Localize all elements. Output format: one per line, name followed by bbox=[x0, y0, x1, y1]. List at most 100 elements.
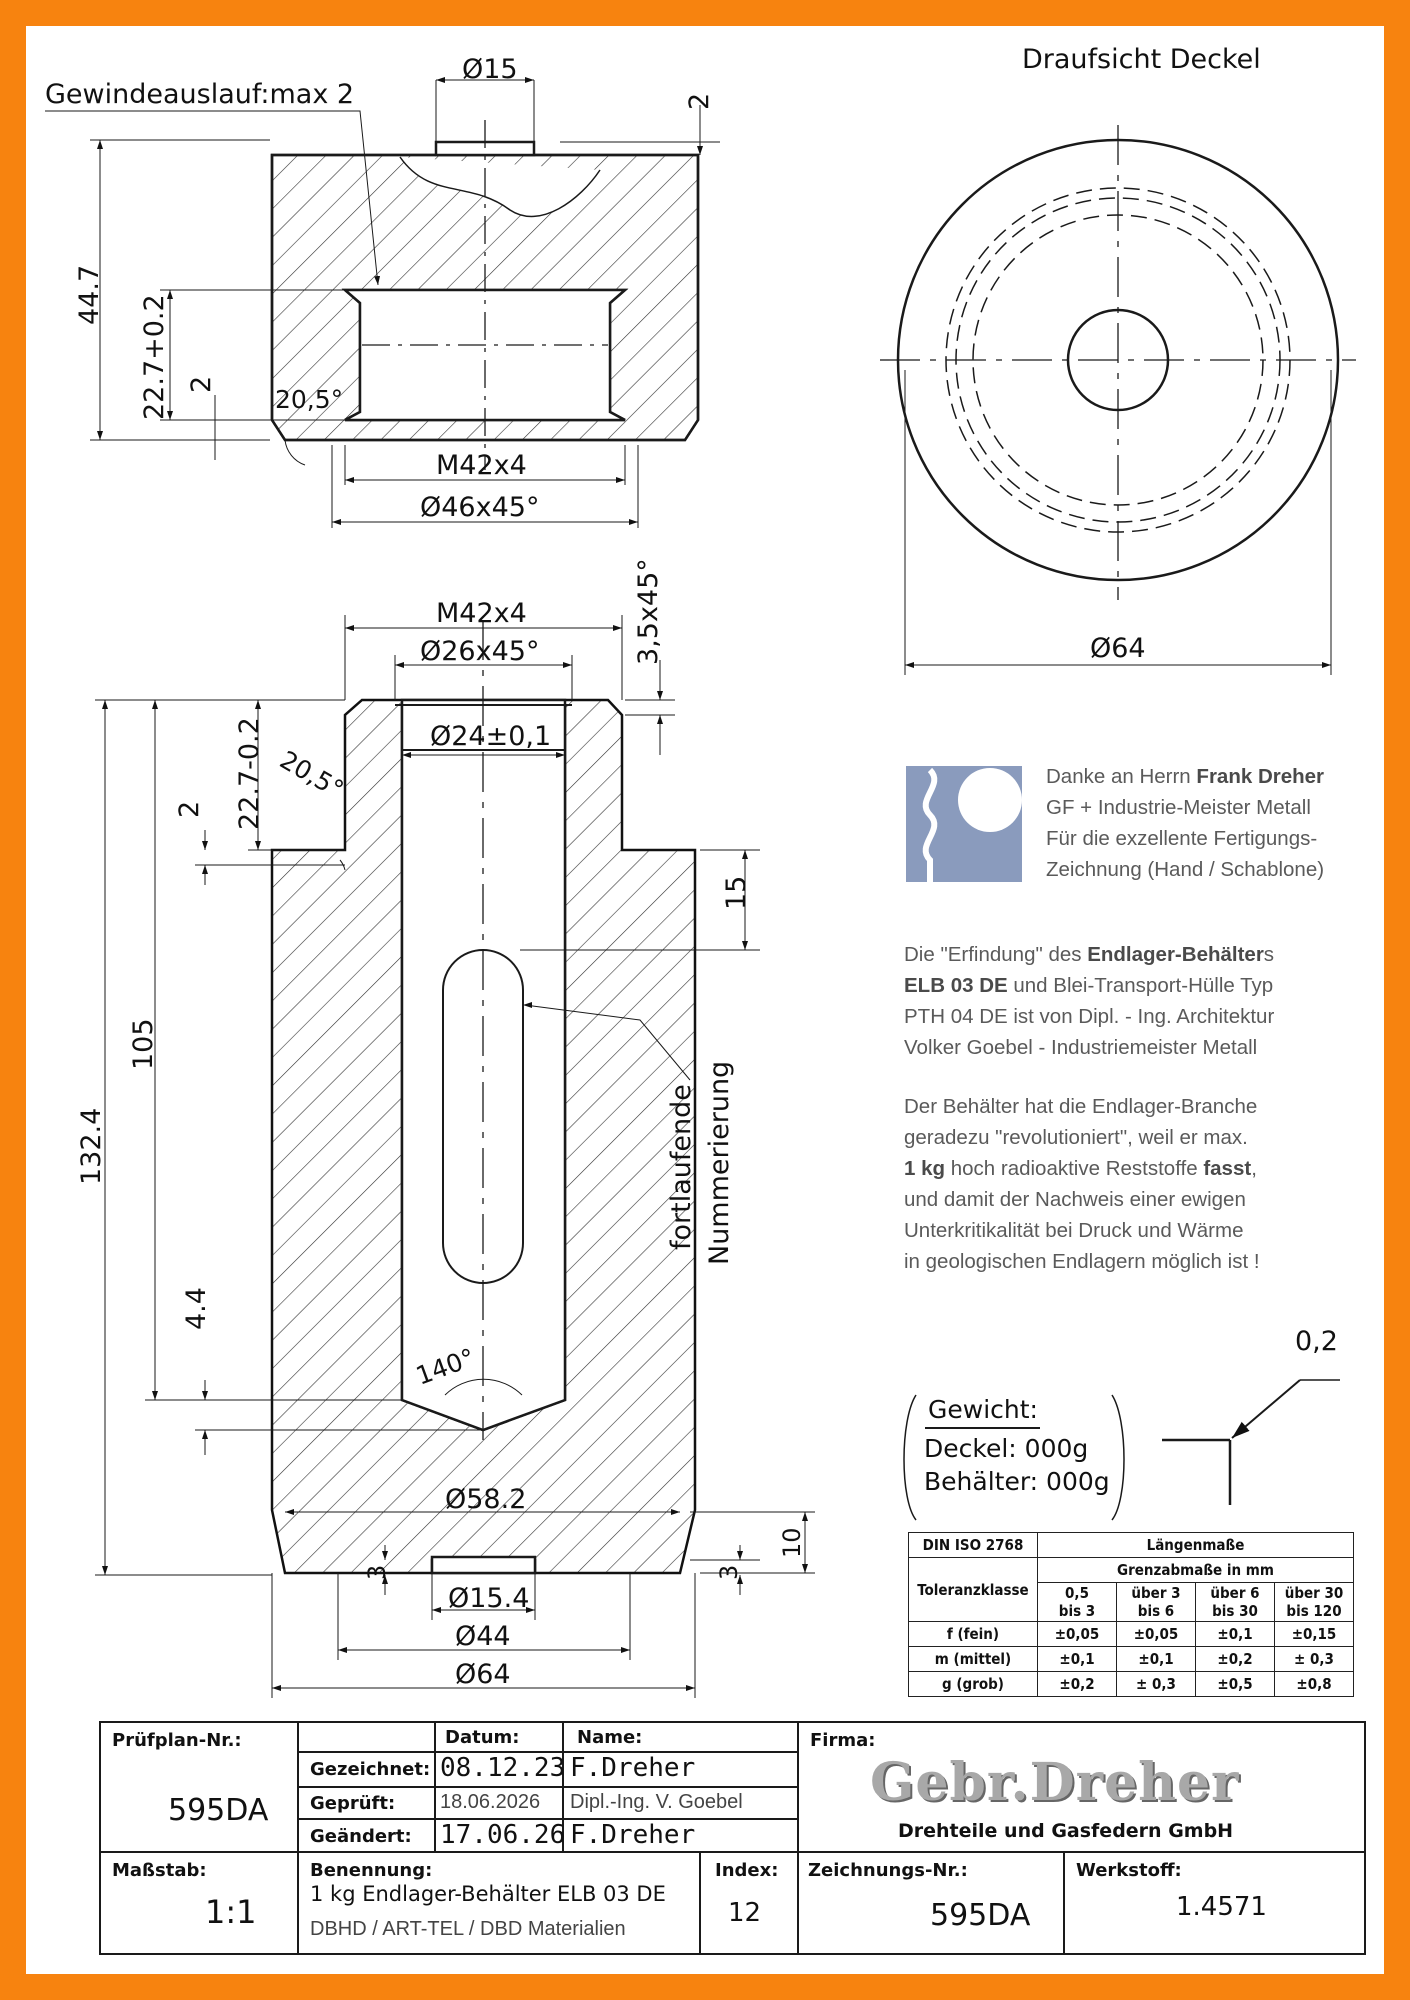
revolution-l2: geradezu "revolutioniert", weil er max. bbox=[904, 1126, 1248, 1149]
invention-l1: Die "Erfindung" des bbox=[904, 943, 1088, 966]
name-label: Name: bbox=[577, 1727, 643, 1748]
angle-205-lid: 20,5° bbox=[275, 385, 343, 414]
dim-2-top: 2 bbox=[684, 93, 715, 110]
dim-44: 4.4 bbox=[181, 1287, 212, 1330]
gezeichnet-label: Gezeichnet: bbox=[310, 1759, 431, 1780]
benennung-value: 1 kg Endlager-Behälter ELB 03 DE bbox=[310, 1882, 666, 1906]
geaendert-date: 17.06.26 bbox=[440, 1820, 566, 1850]
geprueft-date: 18.06.2026 bbox=[440, 1791, 541, 1813]
datum-label: Datum: bbox=[445, 1727, 520, 1748]
gezeichnet-date: 08.12.23 bbox=[440, 1753, 566, 1783]
geprueft-label: Geprüft: bbox=[310, 1793, 396, 1814]
weight-lid: Deckel: 000g bbox=[924, 1434, 1088, 1463]
dim-d64-body: Ø64 bbox=[455, 1659, 511, 1690]
invention-l4: Volker Goebel - Industriemeister Metall bbox=[904, 1036, 1258, 1059]
dim-d46: Ø46x45° bbox=[420, 492, 539, 523]
tol-cell: ±0,1 bbox=[1116, 1646, 1196, 1672]
tolerance-table: DIN ISO 2768 Längenmaße Toleranzklasse G… bbox=[908, 1532, 1354, 1697]
massstab-label: Maßstab: bbox=[112, 1860, 207, 1881]
geaendert-label: Geändert: bbox=[310, 1826, 412, 1847]
revolution-l3-bold: 1 kg bbox=[904, 1157, 946, 1180]
thanks-logo bbox=[906, 766, 1022, 882]
tol-cell: ± 0,3 bbox=[1116, 1671, 1196, 1697]
numbering-line2: Nummerierung bbox=[704, 1061, 735, 1265]
firma-subtitle: Drehteile und Gasfedern GmbH bbox=[898, 1820, 1234, 1842]
dim-2-left: 2 bbox=[186, 376, 217, 393]
dim-105: 105 bbox=[128, 1018, 159, 1070]
tol-row-mittel: m (mittel) ±0,1 ±0,1 ±0,2 ± 0,3 bbox=[908, 1646, 1354, 1672]
revolution-l3: hoch radioaktive Reststoffe bbox=[945, 1157, 1204, 1180]
index-label: Index: bbox=[715, 1860, 779, 1881]
dim-2-body: 2 bbox=[174, 801, 205, 818]
tol-group: Längenmaße bbox=[1037, 1532, 1354, 1558]
weight-title: Gewicht: bbox=[928, 1395, 1038, 1424]
revolution-l5: Unterkritikalität bei Druck und Wärme bbox=[904, 1219, 1244, 1242]
dim-d154: Ø15.4 bbox=[448, 1583, 529, 1614]
werkstoff-value: 1.4571 bbox=[1176, 1892, 1267, 1922]
thanks-name: Frank Dreher bbox=[1196, 765, 1325, 788]
revolution-l4: und damit der Nachweis einer ewigen bbox=[904, 1188, 1246, 1211]
tol-sub: Grenzabmaße in mm bbox=[1037, 1557, 1354, 1583]
dim-10: 10 bbox=[778, 1527, 806, 1558]
zeichnungsnr-label: Zeichnungs-Nr.: bbox=[808, 1860, 968, 1881]
thanks-line2: GF + Industrie-Meister Metall bbox=[1046, 796, 1311, 819]
firma-label: Firma: bbox=[810, 1730, 876, 1751]
pruefplan-label: Prüfplan-Nr.: bbox=[112, 1730, 242, 1751]
surface-symbol bbox=[1162, 1379, 1340, 1505]
dim-d44: Ø44 bbox=[455, 1621, 511, 1652]
dim-m42-body: M42x4 bbox=[436, 598, 527, 629]
pruefplan-value: 595DA bbox=[168, 1793, 269, 1828]
tol-cell: ±0,5 bbox=[1195, 1671, 1275, 1697]
tol-cell: ±0,2 bbox=[1037, 1671, 1117, 1697]
dim-d26: Ø26x45° bbox=[420, 636, 539, 667]
dim-d15: Ø15 bbox=[462, 54, 518, 85]
tol-cell: ±0,05 bbox=[1037, 1621, 1117, 1647]
body-section bbox=[95, 615, 815, 1698]
tol-std: DIN ISO 2768 bbox=[908, 1532, 1038, 1558]
tol-cell: ±0,1 bbox=[1195, 1621, 1275, 1647]
dim-d24: Ø24±0,1 bbox=[430, 721, 551, 752]
tol-row-name: g (grob) bbox=[908, 1671, 1038, 1697]
invention-l2-bold: ELB 03 DE bbox=[904, 974, 1008, 997]
massstab-value: 1:1 bbox=[205, 1893, 257, 1931]
werkstoff-label: Werkstoff: bbox=[1076, 1860, 1182, 1881]
thanks-line3: Für die exzellente Fertigungs- bbox=[1046, 827, 1318, 850]
invention-l1-post: s bbox=[1263, 943, 1275, 966]
top-view-lid bbox=[880, 125, 1356, 675]
tol-cell: ±0,2 bbox=[1195, 1646, 1275, 1672]
top-view-title: Draufsicht Deckel bbox=[1022, 44, 1261, 75]
dim-d582: Ø58.2 bbox=[445, 1484, 526, 1515]
angle-205-body: 20,5° bbox=[275, 745, 349, 804]
dim-3-right: 3 bbox=[715, 1565, 743, 1580]
invention-block: Die "Erfindung" des Endlager-Behälters E… bbox=[904, 939, 1274, 1063]
tol-row-name: f (fein) bbox=[908, 1621, 1038, 1647]
revolution-l3-comma: , bbox=[1251, 1157, 1257, 1180]
title-block-lines bbox=[99, 1721, 1366, 1955]
firma-logo: Gebr.Dreher bbox=[870, 1752, 1240, 1813]
dim-m42-lid: M42x4 bbox=[436, 450, 527, 481]
dim-15: 15 bbox=[721, 876, 752, 910]
tol-row-grob: g (grob) ±0,2 ± 0,3 ±0,5 ±0,8 bbox=[908, 1671, 1354, 1697]
dim-d64-top: Ø64 bbox=[1090, 633, 1146, 664]
invention-l1-bold: Endlager-Behälter bbox=[1087, 943, 1264, 966]
tol-col-4: über 30 bis 120 bbox=[1274, 1582, 1354, 1622]
tol-cell: ±0,1 bbox=[1037, 1646, 1117, 1672]
tol-row-name: m (mittel) bbox=[908, 1646, 1038, 1672]
revolution-l6: in geologischen Endlagern möglich ist ! bbox=[904, 1250, 1260, 1273]
tol-row-fein: f (fein) ±0,05 ±0,05 ±0,1 ±0,15 bbox=[908, 1621, 1354, 1647]
dim-chamfer: 3,5x45° bbox=[633, 558, 664, 665]
dim-1324: 132.4 bbox=[76, 1108, 107, 1185]
invention-l3: PTH 04 DE ist von Dipl. - Ing. Architekt… bbox=[904, 1005, 1275, 1028]
revolution-l3-bold2: fasst bbox=[1203, 1157, 1252, 1180]
thanks-line1-pre: Danke an Herrn bbox=[1046, 765, 1197, 788]
tol-col-1: 0,5 bis 3 bbox=[1037, 1582, 1117, 1622]
thanks-line4: Zeichnung (Hand / Schablone) bbox=[1046, 858, 1325, 881]
revolution-l1: Der Behälter hat die Endlager-Branche bbox=[904, 1095, 1258, 1118]
geaendert-name: F.Dreher bbox=[570, 1820, 696, 1850]
surface-value: 0,2 bbox=[1295, 1326, 1338, 1357]
tol-cell: ±0,8 bbox=[1274, 1671, 1354, 1697]
tol-class: Toleranzklasse bbox=[908, 1557, 1038, 1622]
tol-cell: ±0,15 bbox=[1274, 1621, 1354, 1647]
